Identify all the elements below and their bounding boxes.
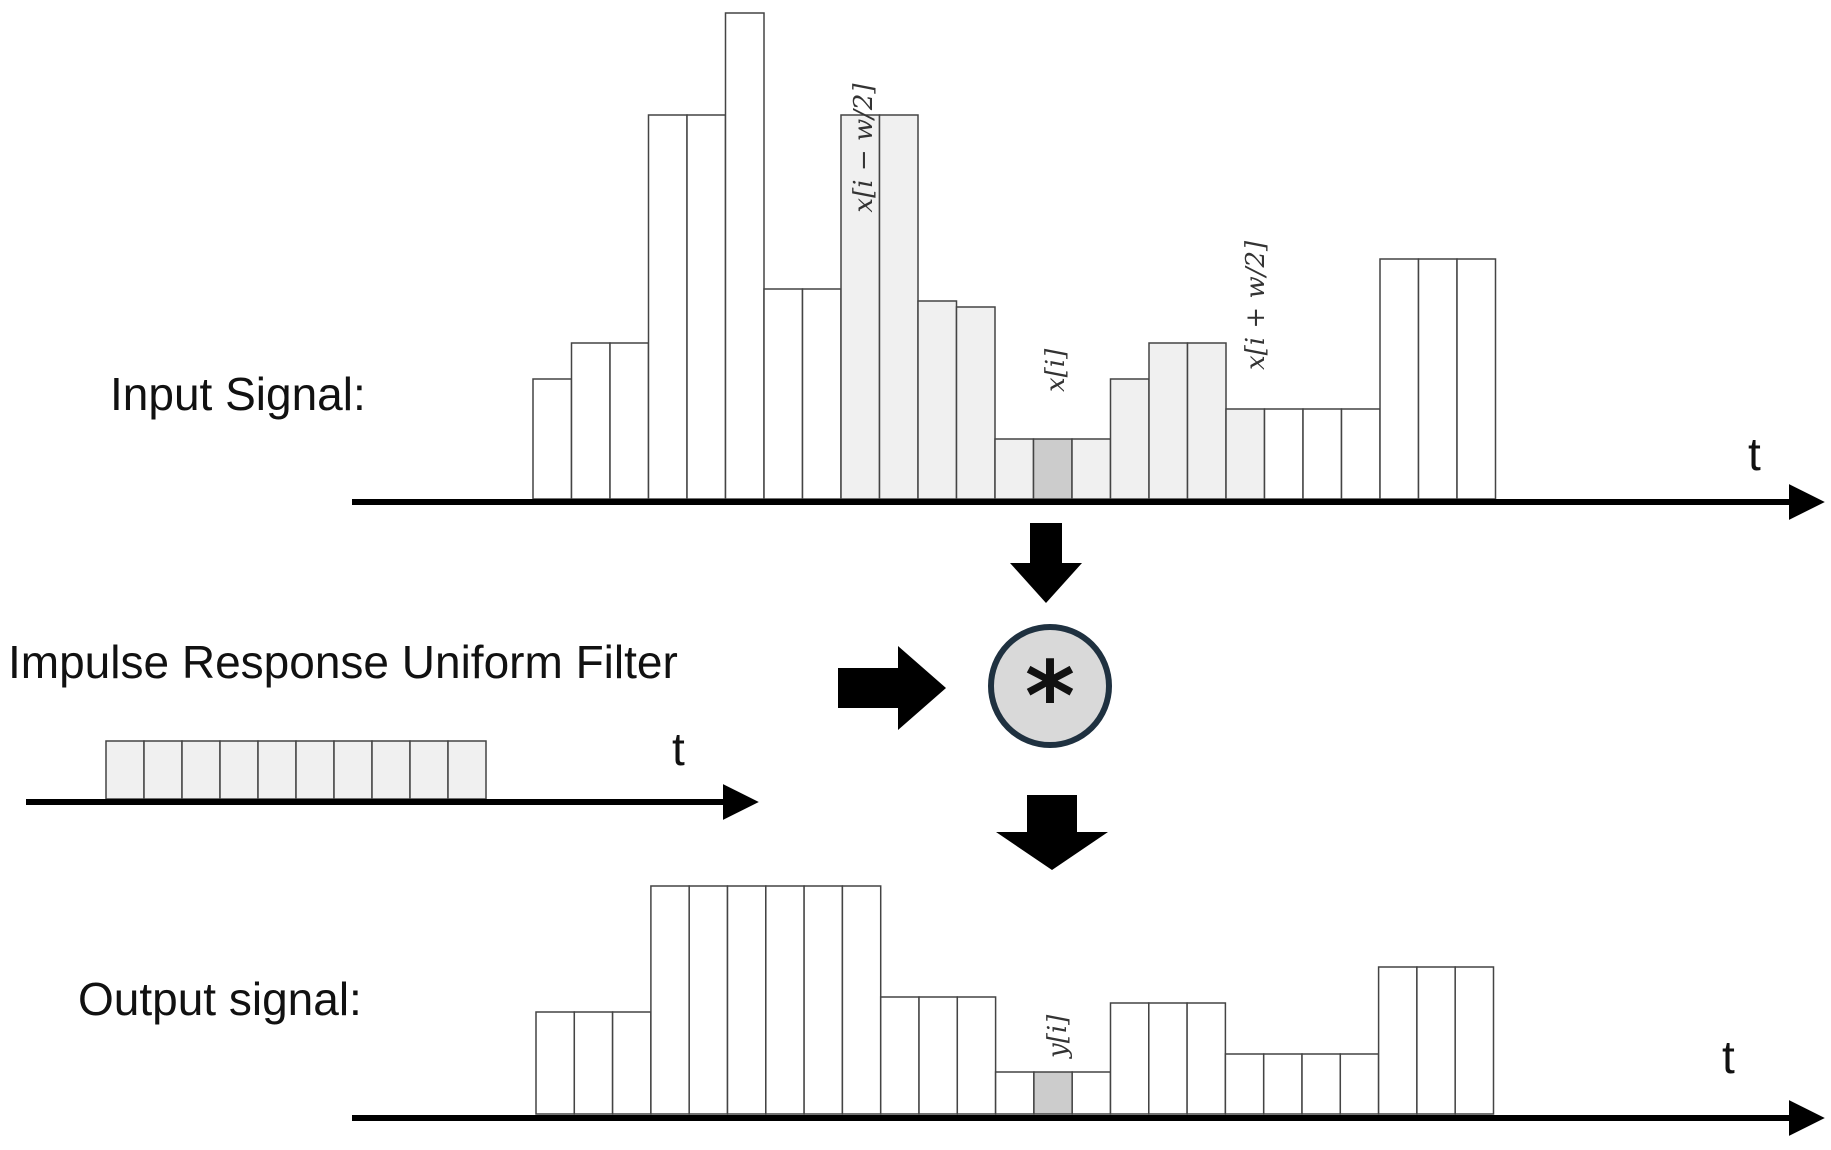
- filter-bar-9: [447, 740, 487, 800]
- input-bar-3: [647, 114, 688, 500]
- output-bar-15: [1109, 1002, 1150, 1115]
- input-bar-2: [609, 342, 650, 500]
- output-bar-5: [726, 885, 767, 1115]
- input-axis-t-label: t: [1748, 428, 1761, 480]
- input-bar-1: [570, 342, 611, 500]
- input-bar-24: [1456, 258, 1497, 500]
- output-bar-13: [1033, 1071, 1073, 1115]
- input-bar-12: [994, 438, 1035, 500]
- output-bar-1: [573, 1011, 614, 1115]
- output-bar-11: [956, 996, 997, 1115]
- svg-text:y[i]: y[i]: [1043, 1014, 1073, 1059]
- input-bar-23: [1417, 258, 1458, 500]
- annotation-output-center: y[i]: [1043, 1014, 1073, 1059]
- input-bar-8: [840, 114, 881, 500]
- input-bar-10: [917, 300, 958, 500]
- input-signal-label: Input Signal:: [110, 368, 366, 420]
- output-bar-10: [918, 996, 959, 1115]
- output-bar-8: [841, 885, 882, 1115]
- svg-text:x[i + w/2]: x[i + w/2]: [1241, 240, 1271, 370]
- output-signal-label: Output signal:: [78, 973, 362, 1025]
- input-bar-6: [763, 288, 804, 500]
- input-bar-9: [878, 114, 919, 500]
- filter-bar-0: [105, 740, 145, 800]
- output-bar-17: [1186, 1002, 1227, 1115]
- annotation-right-window: x[i + w/2]: [1241, 240, 1271, 370]
- output-bar-9: [879, 996, 920, 1115]
- down-arrow-bottom: [996, 795, 1108, 870]
- svg-text:x[i]: x[i]: [1041, 348, 1071, 392]
- output-bar-22: [1377, 966, 1418, 1115]
- filter-axis-t-label: t: [672, 723, 685, 775]
- output-bar-2: [611, 1011, 652, 1115]
- convolution-operator: [988, 624, 1112, 748]
- output-bar-0: [535, 1011, 576, 1115]
- output-bar-21: [1339, 1053, 1380, 1115]
- filter-bar-8: [409, 740, 449, 800]
- output-signal-bars: [535, 885, 1495, 1115]
- filter-bars: [105, 740, 487, 800]
- input-bar-22: [1379, 258, 1420, 500]
- input-bar-18: [1225, 408, 1266, 500]
- input-bar-11: [955, 306, 996, 500]
- filter-bar-1: [143, 740, 183, 800]
- annotation-center: x[i]: [1041, 348, 1071, 392]
- output-bar-16: [1148, 1002, 1188, 1115]
- output-bar-14: [1071, 1071, 1112, 1115]
- output-bar-6: [765, 885, 805, 1115]
- input-signal-bars: [532, 12, 1497, 500]
- input-bar-17: [1186, 342, 1227, 500]
- output-bar-20: [1301, 1053, 1342, 1115]
- filter-bar-7: [371, 740, 411, 800]
- annotation-left-window: x[i − w/2]: [849, 83, 879, 213]
- svg-text:x[i − w/2]: x[i − w/2]: [849, 83, 879, 213]
- output-bar-18: [1224, 1053, 1265, 1115]
- input-bar-20: [1302, 408, 1343, 500]
- input-bar-7: [801, 288, 842, 500]
- output-bar-12: [994, 1071, 1035, 1115]
- output-axis-t-label: t: [1722, 1031, 1735, 1083]
- filter-bar-6: [333, 740, 373, 800]
- input-bar-21: [1340, 408, 1381, 500]
- output-bar-7: [803, 885, 844, 1115]
- input-bar-13: [1032, 438, 1073, 500]
- input-bar-16: [1148, 342, 1189, 500]
- output-bar-23: [1416, 966, 1456, 1115]
- output-bar-3: [650, 885, 690, 1115]
- filter-bar-2: [181, 740, 221, 800]
- convolution-symbol: *: [1025, 641, 1075, 753]
- input-bar-0: [532, 378, 573, 500]
- output-bar-24: [1454, 966, 1495, 1115]
- right-arrow-filter: [838, 646, 946, 730]
- filter-bar-3: [219, 740, 259, 800]
- input-bar-19: [1263, 408, 1304, 500]
- input-bar-14: [1071, 438, 1112, 500]
- output-bar-4: [688, 885, 729, 1115]
- filter-bar-5: [295, 740, 335, 800]
- input-bar-15: [1109, 378, 1150, 500]
- down-arrow-top: [1010, 523, 1082, 603]
- input-bar-5: [724, 12, 765, 500]
- filter-label: Impulse Response Uniform Filter: [8, 636, 678, 688]
- input-bar-4: [686, 114, 727, 500]
- output-bar-19: [1262, 1053, 1303, 1115]
- filter-bar-4: [257, 740, 297, 800]
